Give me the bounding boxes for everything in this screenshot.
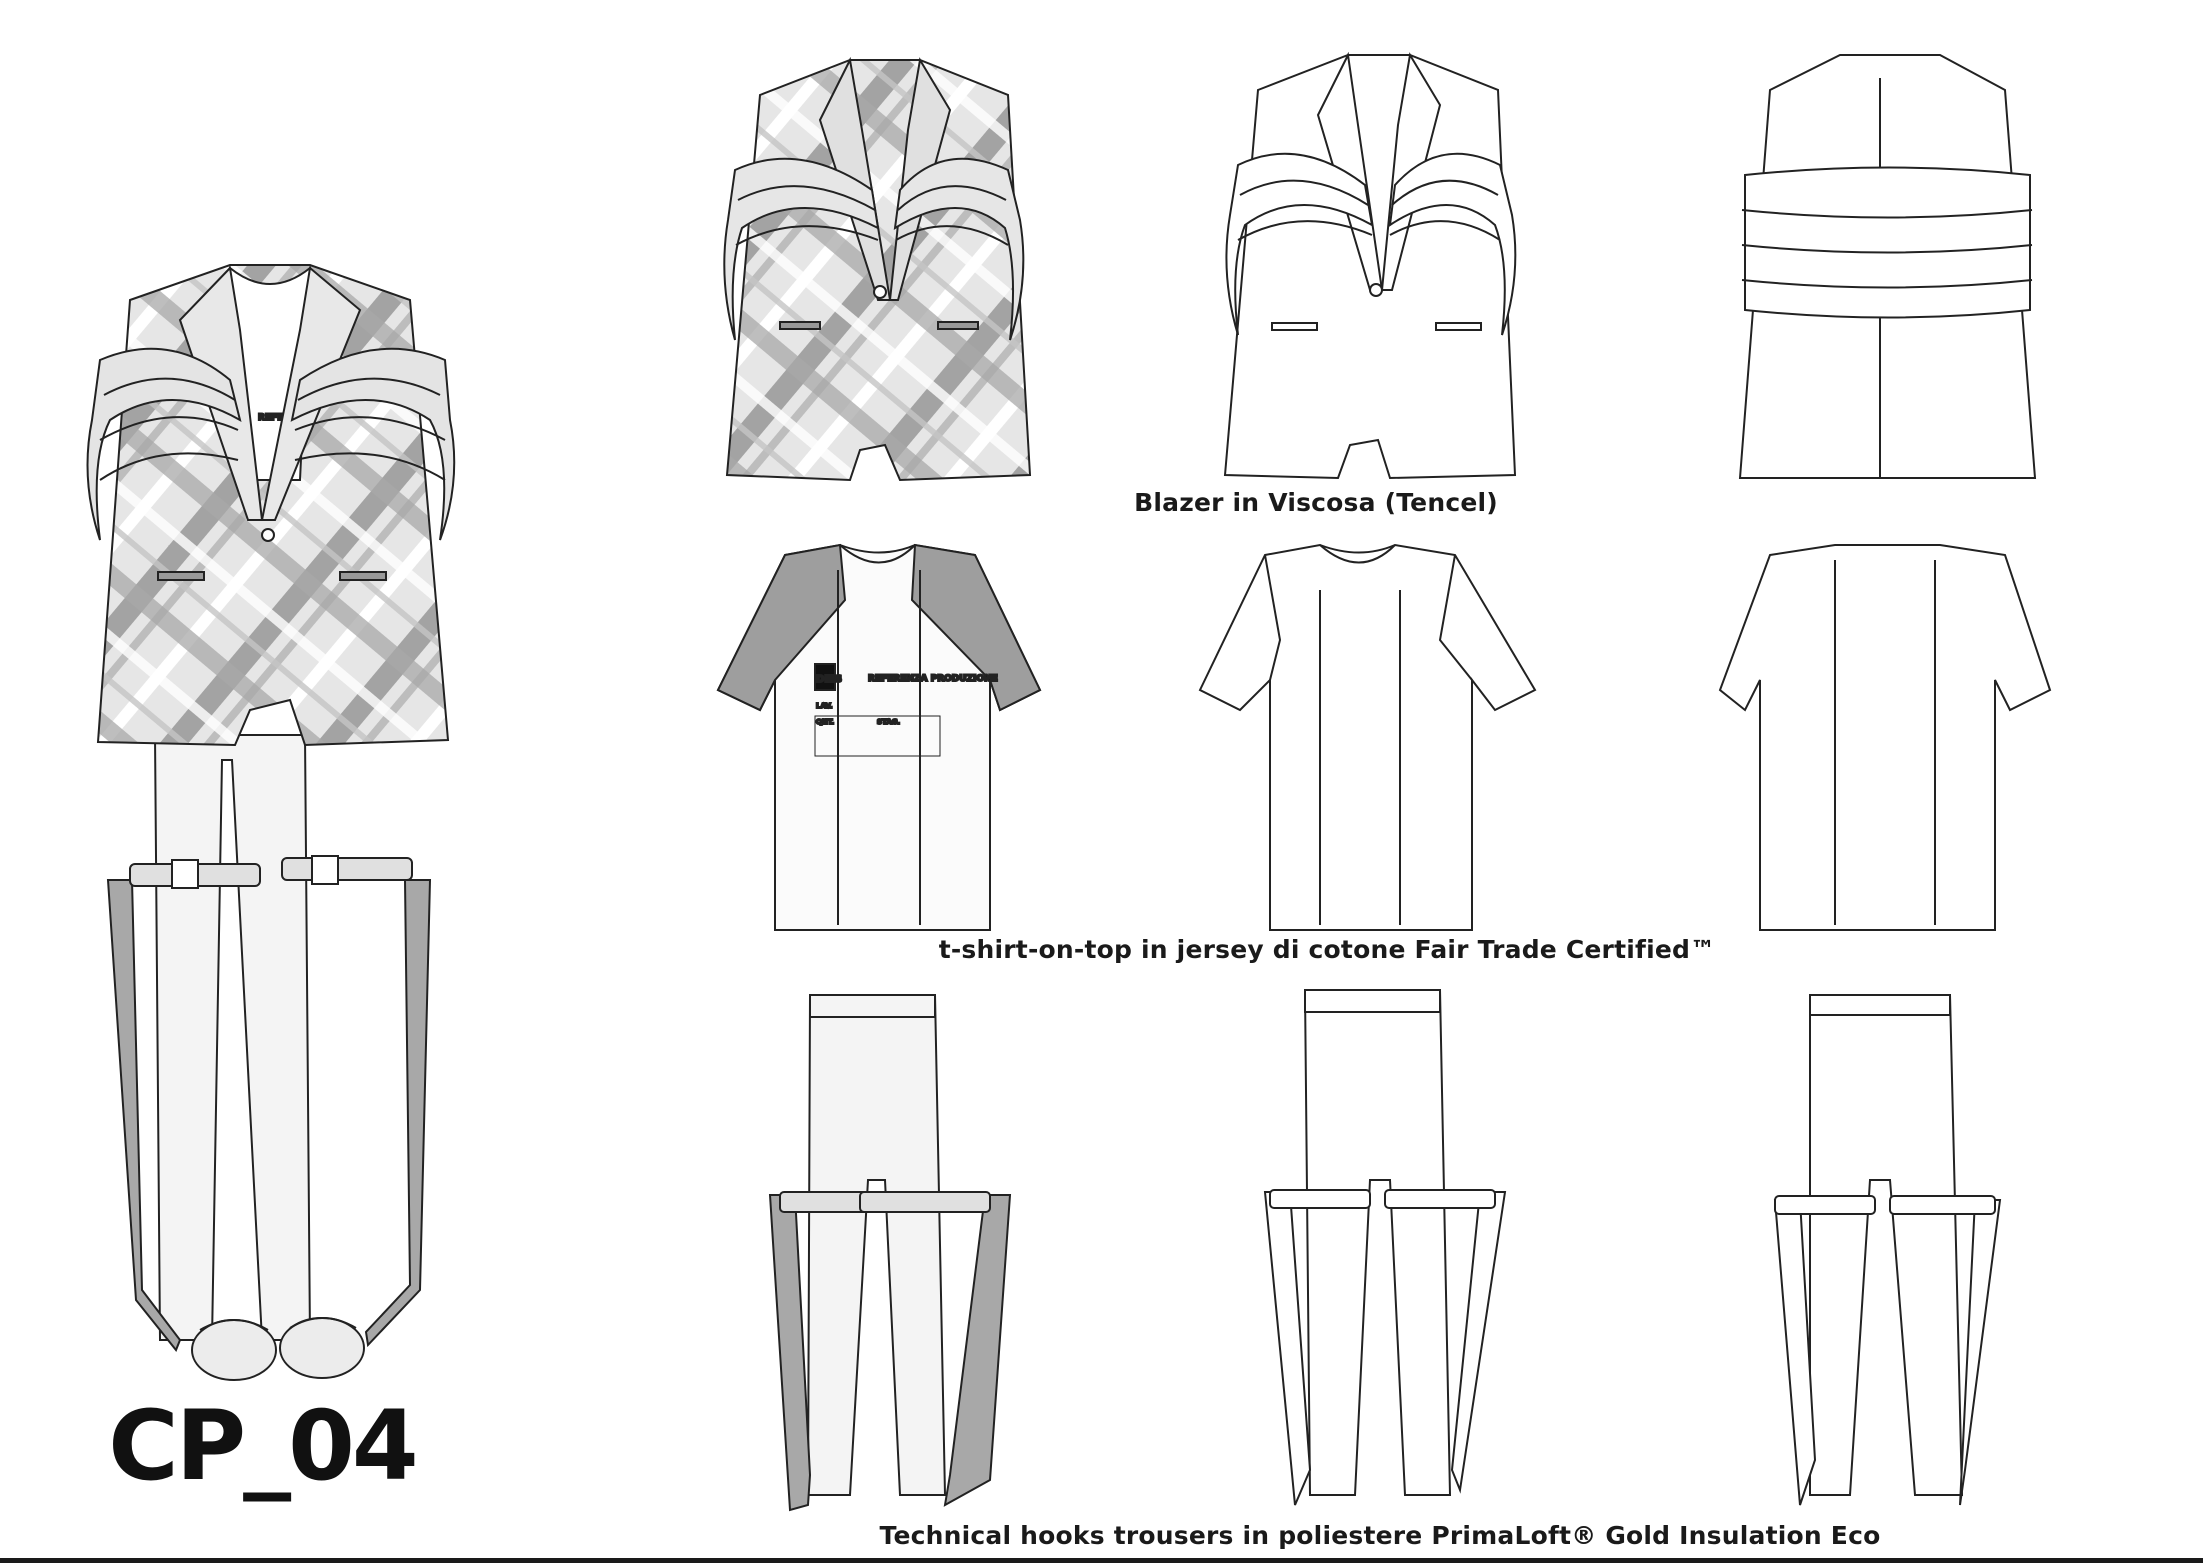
tee-print-headline: REFERENZA PRODUZIONE — [868, 674, 998, 684]
figure-right-pocket — [339, 571, 387, 581]
tee-print-field-2: QNT. — [816, 718, 834, 726]
figure-left-buckle — [171, 859, 199, 889]
figure-left-pocket — [157, 571, 205, 581]
trousers-front-flat — [1263, 989, 1507, 1506]
bottom-rule — [0, 1558, 2203, 1563]
outfit-code: CP_04 — [108, 1390, 418, 1502]
trousers-back-flat — [1773, 994, 2002, 1506]
figure-button — [261, 528, 275, 542]
tee-print-logo: DIES — [816, 674, 842, 685]
trousers-front-straps — [768, 994, 1012, 1512]
figure-trousers — [153, 734, 312, 1341]
tshirt-label: t-shirt-on-top in jersey di cotone Fair … — [938, 935, 1716, 964]
figure-right-strap — [364, 879, 432, 1348]
tee-print-field-3: STAG. — [877, 718, 900, 726]
tshirt-back-flat — [1718, 544, 2052, 931]
figure-left-shoe — [191, 1319, 277, 1381]
tshirt-front-print: DIES REFERENZA PRODUZIONE LAV. QNT. STAG… — [716, 543, 1042, 931]
figure-right-buckle — [311, 855, 339, 885]
figure-right-drape — [290, 347, 456, 541]
blazer-label: Blazer in Viscosa (Tencel) — [1134, 488, 1498, 517]
tshirt-front-flat — [1198, 543, 1537, 931]
figure-left-drape — [86, 347, 242, 541]
blazer-front-plaid — [723, 56, 1032, 482]
tee-print-field-1: LAV. — [816, 702, 833, 710]
blazer-front-flat — [1223, 51, 1517, 480]
trousers-label: Technical hooks trousers in poliestere P… — [879, 1521, 1881, 1550]
outfit-figure: REFEREN — [86, 264, 456, 1381]
blazer-back-flat — [1738, 54, 2037, 479]
figure-right-thigh-band — [281, 857, 413, 881]
